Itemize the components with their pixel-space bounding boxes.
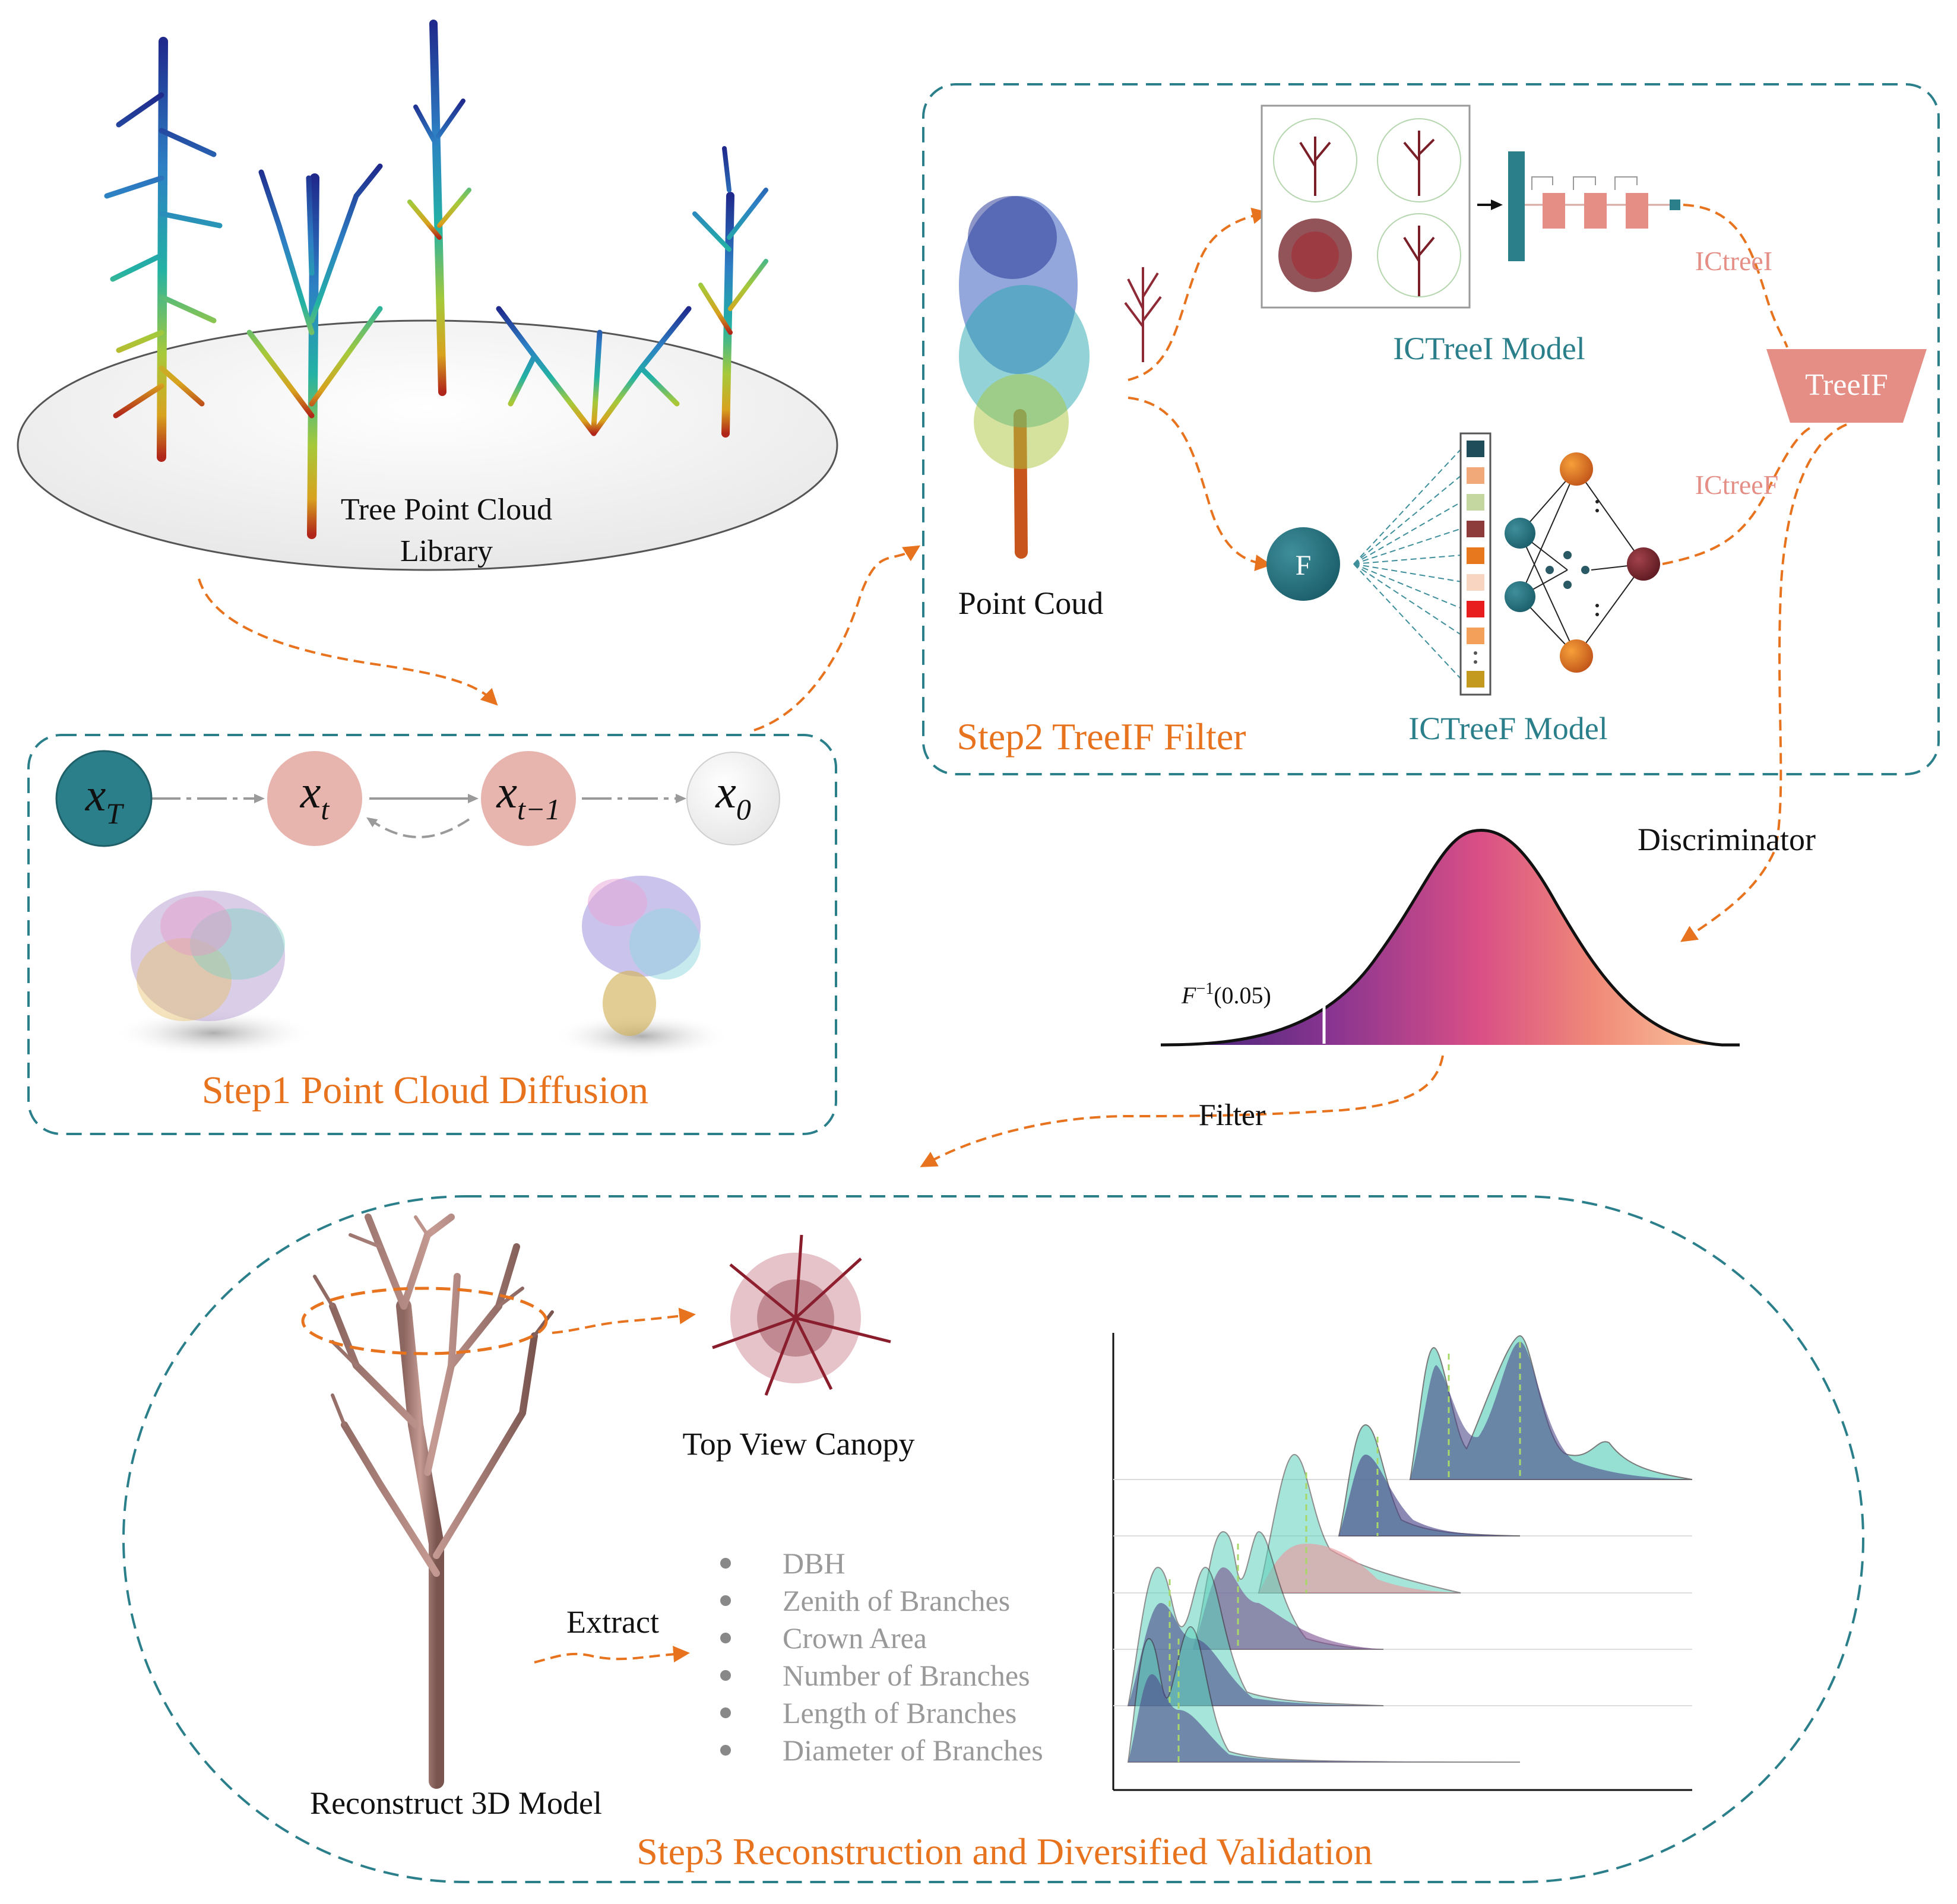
arrow-to-canopy <box>552 1307 696 1334</box>
metric-item: Length of Branches <box>783 1696 1016 1729</box>
metric-item: Number of Branches <box>783 1659 1030 1692</box>
library-tree-2 <box>246 163 383 539</box>
ridge-3 <box>1192 1531 1384 1650</box>
arrow-to-ictreei <box>1128 207 1269 381</box>
arrow-filter-to-step3 <box>920 1055 1444 1167</box>
f-node-label: F <box>1296 550 1312 581</box>
reconstructed-tree <box>313 1214 554 1789</box>
feature-vector <box>1459 432 1492 696</box>
svg-text:x0: x0 <box>715 766 751 826</box>
step1-title: Step1 Point Cloud Diffusion <box>202 1069 648 1112</box>
node-xt: xt <box>267 751 362 846</box>
step3-border <box>122 1195 1864 1883</box>
step3-title: Step3 Reconstruction and Diversified Val… <box>636 1830 1372 1873</box>
svg-text:xT: xT <box>85 769 125 830</box>
library-tree-3 <box>407 20 471 396</box>
library-platform <box>17 319 838 571</box>
ictreef-model-label: ICTreeF Model <box>1408 711 1608 746</box>
ridge-4 <box>1258 1453 1461 1593</box>
ridge-6 <box>1409 1335 1693 1480</box>
canopy-selection <box>301 1287 548 1355</box>
arrow-library-to-step1 <box>198 578 498 706</box>
discriminator-chart: F−1(0.05) Discriminator <box>1160 822 1816 1047</box>
node-xT: xT <box>55 750 153 847</box>
arrow-to-metrics <box>534 1646 690 1664</box>
chain-arrow-back <box>366 817 470 838</box>
library-label-line1: Tree Point Cloud <box>341 493 552 527</box>
step1-border <box>27 734 837 1135</box>
svg-text:xt−1: xt−1 <box>496 766 560 826</box>
step2-point-cloud-tree <box>959 196 1090 559</box>
bell-outline <box>1160 829 1740 1047</box>
arrow-ictreef-to-treeif <box>1662 426 1812 565</box>
arrow-ictreei-to-treeif <box>1683 204 1788 348</box>
metric-item: Diameter of Branches <box>783 1734 1043 1767</box>
ictreef-tag: ICtreeF <box>1695 470 1779 500</box>
ictreef-f-node: F <box>1266 527 1340 601</box>
library-tree-1 <box>104 37 223 462</box>
treeif-block: TreeIF <box>1766 349 1927 423</box>
arrow-to-f <box>1128 397 1272 571</box>
tree-library: Tree Point Cloud Library <box>17 20 838 571</box>
canopy-label: Top View Canopy <box>683 1426 915 1462</box>
extract-label: Extract <box>566 1604 659 1640</box>
feature-fan <box>1353 448 1462 680</box>
library-label-line2: Library <box>400 534 493 568</box>
step2-small-tree <box>1124 267 1162 362</box>
metric-item: Zenith of Branches <box>783 1584 1010 1617</box>
library-tree-4 <box>496 306 692 527</box>
filter-label: Filter <box>1199 1098 1266 1132</box>
ictreei-cnn <box>1477 151 1680 261</box>
model-label: Reconstruct 3D Model <box>310 1785 602 1821</box>
step2-panel: Point Coud <box>922 83 1940 775</box>
svg-text:xt: xt <box>300 766 330 826</box>
discriminator-label: Discriminator <box>1638 822 1816 857</box>
metrics-list: DBH Zenith of Branches Crown Area Number… <box>720 1547 1043 1767</box>
point-cloud-label: Point Coud <box>958 585 1104 621</box>
node-x0: x0 <box>686 752 780 845</box>
ictreei-view-grid <box>1261 104 1471 309</box>
arrow-step1-to-step2 <box>753 545 921 731</box>
ictreei-tag: ICtreeI <box>1695 246 1772 276</box>
quantile-label: F−1(0.05) <box>1181 980 1271 1009</box>
ridgeline-plot <box>1112 1333 1693 1791</box>
step2-title: Step2 TreeIF Filter <box>957 715 1246 758</box>
metric-item: Crown Area <box>783 1621 927 1655</box>
treeif-label: TreeIF <box>1805 368 1888 402</box>
step1-panel: xT xt xt−1 x0 Step1 <box>27 734 837 1135</box>
metric-item: DBH <box>783 1547 846 1580</box>
top-view-canopy <box>712 1234 891 1396</box>
ridge-1 <box>1127 1626 1521 1763</box>
mlp-network <box>1505 452 1660 673</box>
noise-point-cloud <box>113 891 315 1057</box>
node-xt-1: xt−1 <box>481 751 576 846</box>
arrow-treeif-to-discriminator <box>1680 423 1847 942</box>
ridge-5 <box>1338 1424 1521 1536</box>
step2-border <box>922 83 1940 775</box>
library-tree-5 <box>692 146 768 438</box>
bell-fill <box>1161 830 1740 1045</box>
denoised-point-cloud <box>552 876 730 1059</box>
step3-panel: Top View Canopy Extract DBH Zenith of Br… <box>122 1195 1864 1883</box>
ictreei-model-label: ICTreeI Model <box>1393 331 1585 366</box>
